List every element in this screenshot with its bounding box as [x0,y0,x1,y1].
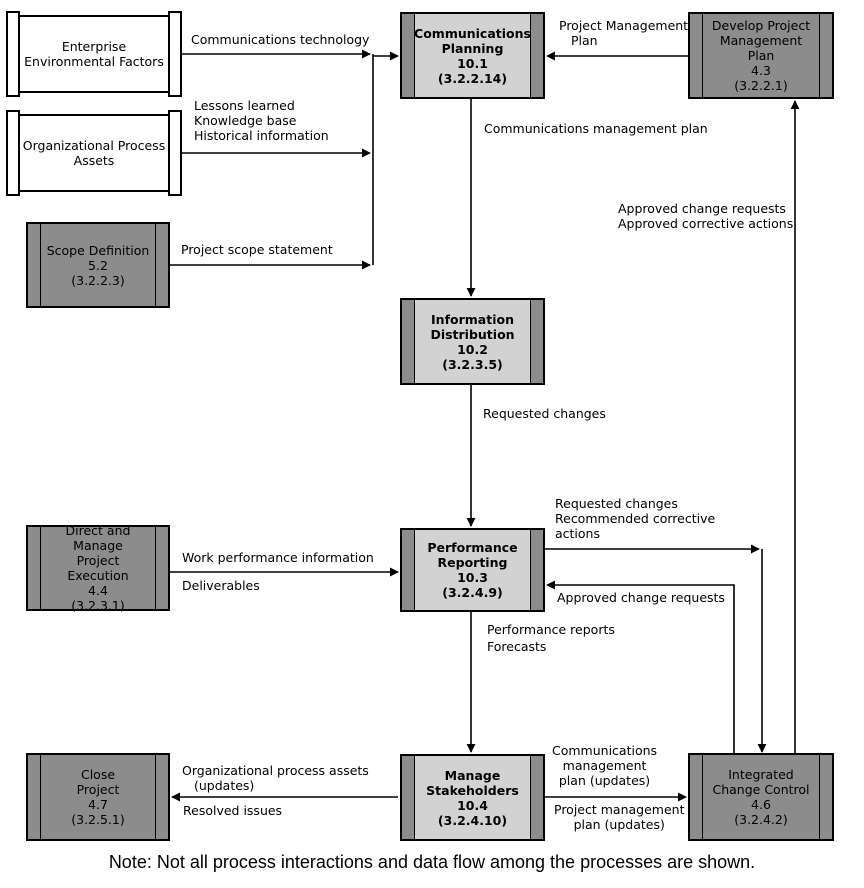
node-enterprise-environmental-factors: Enterprise Environmental Factors [6,11,182,97]
pr-title-1: Performance [427,540,518,555]
ms-ref: (3.2.4.10) [437,812,508,828]
node-communications-planning: Communications Planning 10.1 (3.2.2.14) [400,12,545,99]
dpmp-line-3: Plan [747,48,775,63]
perf-line-1: Performance reports [487,622,615,637]
dm-line-1: Direct and Manage [65,523,131,553]
opa-line-1: Organizational Process [22,138,166,153]
label-resolved-issues: Resolved issues [183,803,283,818]
perf-line-2: Forecasts [487,639,547,654]
footnote: Note: Not all process interactions and d… [108,852,756,872]
label-requested-changes-recommended-actions: Requested changes Recommended corrective… [555,496,715,541]
pmp-line-1: Project Management [559,18,689,33]
icc-line-1: Integrated [728,767,794,782]
cpl-title-2: Planning [441,40,504,56]
label-deliverables: Deliverables [182,578,260,593]
rc-line-1: Requested changes [555,496,678,511]
cpl-num: 10.1 [457,55,488,71]
opa-out-2: Knowledge base [194,113,297,128]
node-manage-stakeholders: Manage Stakeholders 10.4 (3.2.4.10) [400,754,545,841]
node-develop-project-management-plan: Develop Project Management Plan 4.3 (3.2… [688,12,834,99]
id-ref: (3.2.3.5) [442,356,503,372]
label-project-management-plan-updates: Project management plan (updates) [554,802,684,832]
rc-line-2: Recommended corrective [555,511,716,526]
opa-line-2: Assets [73,153,115,168]
dpmp-line-5: (3.2.2.1) [734,78,788,93]
icc-line-4: (3.2.4.2) [734,812,788,827]
eef-line-1: Enterprise [61,39,127,54]
pr-num: 10.3 [457,570,488,585]
icc-line-2: Change Control [712,782,810,797]
node-performance-reporting: Performance Reporting 10.3 (3.2.4.9) [400,528,545,612]
rc-line-3: actions [555,526,600,541]
cmpu-line-1: Communications [552,743,658,758]
pr-ref: (3.2.4.9) [442,585,503,600]
node-close-project: Close Project 4.7 (3.2.5.1) [26,753,170,841]
dpmp-line-4: 4.3 [751,63,771,78]
dpmp-line-2: Management [719,33,803,48]
cpl-title-1: Communications [414,25,531,41]
opau-line-1: Organizational process assets [182,763,369,778]
arrow-icc-to-perf-reporting [546,580,735,753]
scope-line-3: (3.2.2.3) [71,272,125,288]
dm-line-3: 4.4 [88,583,108,598]
node-direct-and-manage-project-execution: Direct and Manage Project Execution 4.4 … [26,523,170,613]
node-organizational-process-assets: Organizational Process Assets [6,110,182,196]
ms-title-2: Stakeholders [426,782,519,798]
scope-line-2: 5.2 [88,257,108,273]
pmp-line-2: Plan [571,33,598,48]
label-project-scope-statement: Project scope statement [181,242,333,257]
cmpu-line-3: plan (updates) [558,773,651,788]
id-title-1: Information [431,311,514,327]
opa-out-1: Lessons learned [194,98,295,113]
node-scope-definition: Scope Definition 5.2 (3.2.2.3) [26,222,170,308]
acr-line-1: Approved change requests [618,201,786,216]
label-project-management-plan: Project Management Plan [559,18,688,48]
node-information-distribution: Information Distribution 10.2 (3.2.3.5) [400,298,545,385]
cp-line-3: 4.7 [88,797,108,812]
label-work-performance-information: Work performance information [182,550,374,565]
id-title-2: Distribution [430,326,515,342]
icc-line-3: 4.6 [751,797,771,812]
opau-line-2: (updates) [194,778,255,793]
label-approved-change-requests-corrective-actions: Approved change requests Approved correc… [618,201,793,231]
label-organizational-process-assets-updates: Organizational process assets (updates) [182,763,369,793]
label-communications-technology: Communications technology [191,32,370,47]
label-approved-change-requests: Approved change requests [557,590,725,605]
eef-line-2: Environmental Factors [24,54,164,69]
label-requested-changes: Requested changes [483,406,606,421]
label-opa-outputs: Lessons learned Knowledge base Historica… [194,98,329,143]
pmpu-line-2: plan (updates) [573,817,665,832]
ms-num: 10.4 [457,797,488,813]
cp-line-2: Project [76,782,120,797]
ms-title-1: Manage [444,767,501,783]
dm-line-2: Project Execution [67,553,129,583]
dm-line-4: (3.2.3.1) [71,598,125,613]
acr-line-2: Approved corrective actions [618,216,794,231]
node-integrated-change-control: Integrated Change Control 4.6 (3.2.4.2) [688,753,834,841]
scope-line-1: Scope Definition [46,242,150,258]
label-communications-management-plan: Communications management plan [484,121,708,136]
pr-title-2: Reporting [437,555,508,570]
pmpu-line-1: Project management [554,802,685,817]
label-performance-reports-forecasts: Performance reports Forecasts [487,622,615,654]
cp-line-4: (3.2.5.1) [71,812,125,827]
cp-line-1: Close [80,767,116,782]
id-num: 10.2 [457,341,488,357]
cmpu-line-2: management [562,758,647,773]
cpl-ref: (3.2.2.14) [437,70,508,86]
dpmp-line-1: Develop Project [711,18,811,33]
label-communications-management-plan-updates: Communications management plan (updates) [552,743,657,788]
opa-out-3: Historical information [194,128,329,143]
